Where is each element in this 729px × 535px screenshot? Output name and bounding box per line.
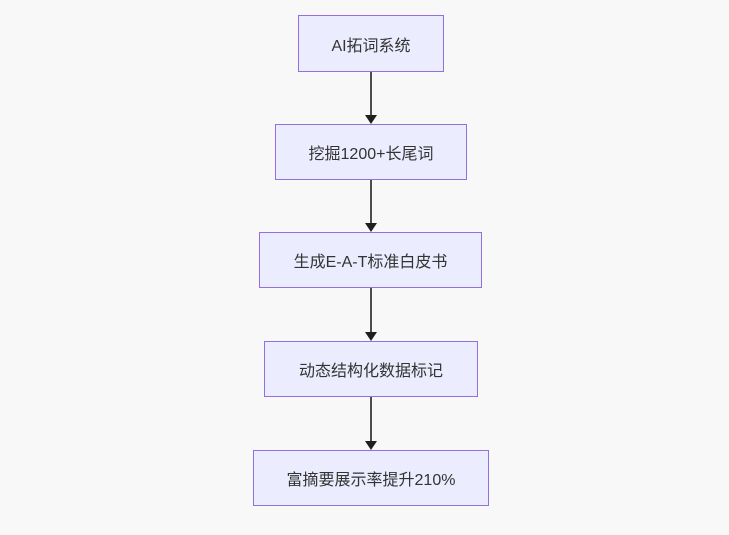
arrow-line [370,288,372,332]
flow-node-rich-snippet-rate-result: 富摘要展示率提升210% [253,450,489,506]
flow-arrow-1 [365,72,377,124]
flow-arrow-4 [365,397,377,450]
flow-node-ai-keyword-expansion-system: AI拓词系统 [298,15,444,72]
flow-arrow-2 [365,180,377,232]
flow-arrow-3 [365,288,377,341]
node-label: 挖掘1200+长尾词 [308,146,434,163]
flow-node-dynamic-structured-data-markup: 动态结构化数据标记 [264,341,478,397]
arrow-line [370,180,372,223]
arrow-line [370,397,372,441]
flow-node-eat-whitepaper-generation: 生成E-A-T标准白皮书 [259,232,482,288]
arrow-head-icon [365,115,377,124]
arrow-head-icon [365,223,377,232]
node-label: 动态结构化数据标记 [298,363,443,380]
flow-node-longtail-keyword-mining: 挖掘1200+长尾词 [275,124,467,180]
node-label: 富摘要展示率提升210% [286,472,456,489]
arrow-head-icon [365,332,377,341]
node-label: 生成E-A-T标准白皮书 [293,254,448,271]
arrow-line [370,72,372,115]
node-label: AI拓词系统 [331,37,411,55]
arrow-head-icon [365,441,377,450]
